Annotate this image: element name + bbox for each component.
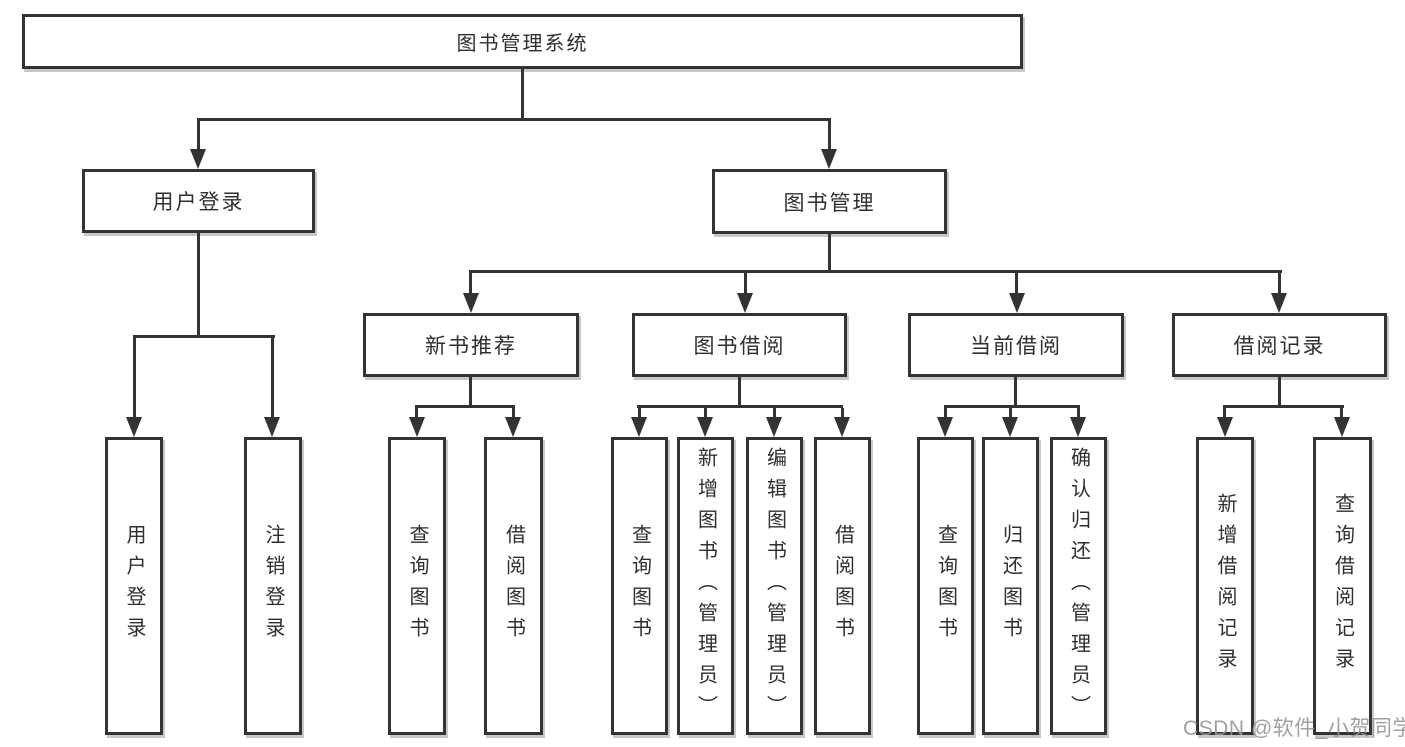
arrow-down-icon bbox=[190, 149, 206, 169]
leaf-nb-query-books: 查询图书 bbox=[388, 437, 446, 735]
leaf-br-add-borrow-record: 新增借阅记录 bbox=[1196, 437, 1254, 735]
connector-line bbox=[638, 408, 641, 417]
connector-line bbox=[944, 408, 947, 417]
connector-line bbox=[1278, 273, 1281, 293]
arrow-down-icon bbox=[1334, 417, 1350, 437]
node-root: 图书管理系统 bbox=[22, 14, 1023, 69]
connector-line bbox=[744, 273, 747, 293]
leaf-br-query-borrow-record: 查询借阅记录 bbox=[1313, 437, 1372, 735]
node-borrowing-records: 借阅记录 bbox=[1172, 313, 1387, 377]
leaf-bb-borrow-books: 借阅图书 bbox=[814, 437, 871, 735]
connector-line bbox=[469, 270, 1282, 273]
arrow-down-icon bbox=[409, 417, 425, 437]
leaf-nb-borrow-books: 借阅图书 bbox=[484, 437, 543, 735]
connector-line bbox=[1223, 405, 1344, 408]
arrow-down-icon bbox=[821, 149, 837, 169]
connector-line bbox=[1278, 377, 1281, 405]
arrow-down-icon bbox=[126, 417, 142, 437]
connector-line bbox=[133, 335, 275, 338]
arrow-down-icon bbox=[1271, 293, 1287, 313]
arrow-down-icon bbox=[505, 417, 521, 437]
leaf-logout-login: 注销登录 bbox=[244, 437, 302, 735]
connector-line bbox=[415, 405, 515, 408]
connector-line bbox=[1009, 408, 1012, 417]
connector-line bbox=[415, 408, 418, 417]
connector-line bbox=[1015, 273, 1018, 293]
arrow-down-icon bbox=[264, 417, 280, 437]
connector-line bbox=[1014, 377, 1017, 405]
arrow-down-icon bbox=[1002, 417, 1018, 437]
connector-line bbox=[828, 121, 831, 149]
node-current-borrowing: 当前借阅 bbox=[908, 313, 1124, 377]
node-new-book-recommendation: 新书推荐 bbox=[363, 313, 579, 377]
leaf-bb-add-books-admin: 新增图书（管理员） bbox=[677, 437, 734, 735]
connector-line bbox=[828, 234, 831, 270]
connector-line bbox=[1340, 408, 1343, 417]
connector-line bbox=[469, 273, 472, 293]
connector-line bbox=[133, 338, 136, 417]
leaf-cb-confirm-return-admin: 确认归还（管理员） bbox=[1050, 437, 1107, 735]
arrow-down-icon bbox=[937, 417, 953, 437]
arrow-down-icon bbox=[1009, 293, 1025, 313]
connector-line bbox=[738, 377, 741, 405]
connector-line bbox=[512, 408, 515, 417]
arrow-down-icon bbox=[766, 417, 782, 437]
arrow-down-icon bbox=[697, 417, 713, 437]
connector-line bbox=[1223, 408, 1226, 417]
connector-line bbox=[197, 118, 831, 121]
arrow-down-icon bbox=[834, 417, 850, 437]
watermark: CSDN @软件_小贺同学 bbox=[1183, 717, 1405, 740]
connector-line bbox=[1077, 408, 1080, 417]
connector-line bbox=[773, 408, 776, 417]
leaf-cb-query-books: 查询图书 bbox=[917, 437, 974, 735]
connector-line bbox=[521, 69, 524, 120]
connector-line bbox=[469, 377, 472, 405]
node-book-management: 图书管理 bbox=[712, 169, 947, 234]
arrow-down-icon bbox=[1070, 417, 1086, 437]
leaf-bb-edit-books-admin: 编辑图书（管理员） bbox=[746, 437, 803, 735]
arrow-down-icon bbox=[737, 293, 753, 313]
leaf-cb-return-books: 归还图书 bbox=[982, 437, 1039, 735]
node-book-borrowing: 图书借阅 bbox=[632, 313, 847, 377]
arrow-down-icon bbox=[1217, 417, 1233, 437]
leaf-bb-query-books: 查询图书 bbox=[611, 437, 668, 735]
arrow-down-icon bbox=[631, 417, 647, 437]
connector-line bbox=[637, 405, 843, 408]
leaf-user-login: 用户登录 bbox=[105, 437, 163, 735]
connector-line bbox=[704, 408, 707, 417]
connector-line bbox=[197, 233, 200, 335]
connector-line bbox=[944, 405, 1080, 408]
connector-line bbox=[841, 408, 844, 417]
connector-line bbox=[197, 121, 200, 149]
node-user-login: 用户登录 bbox=[82, 169, 315, 233]
connector-line bbox=[271, 338, 274, 417]
arrow-down-icon bbox=[463, 293, 479, 313]
